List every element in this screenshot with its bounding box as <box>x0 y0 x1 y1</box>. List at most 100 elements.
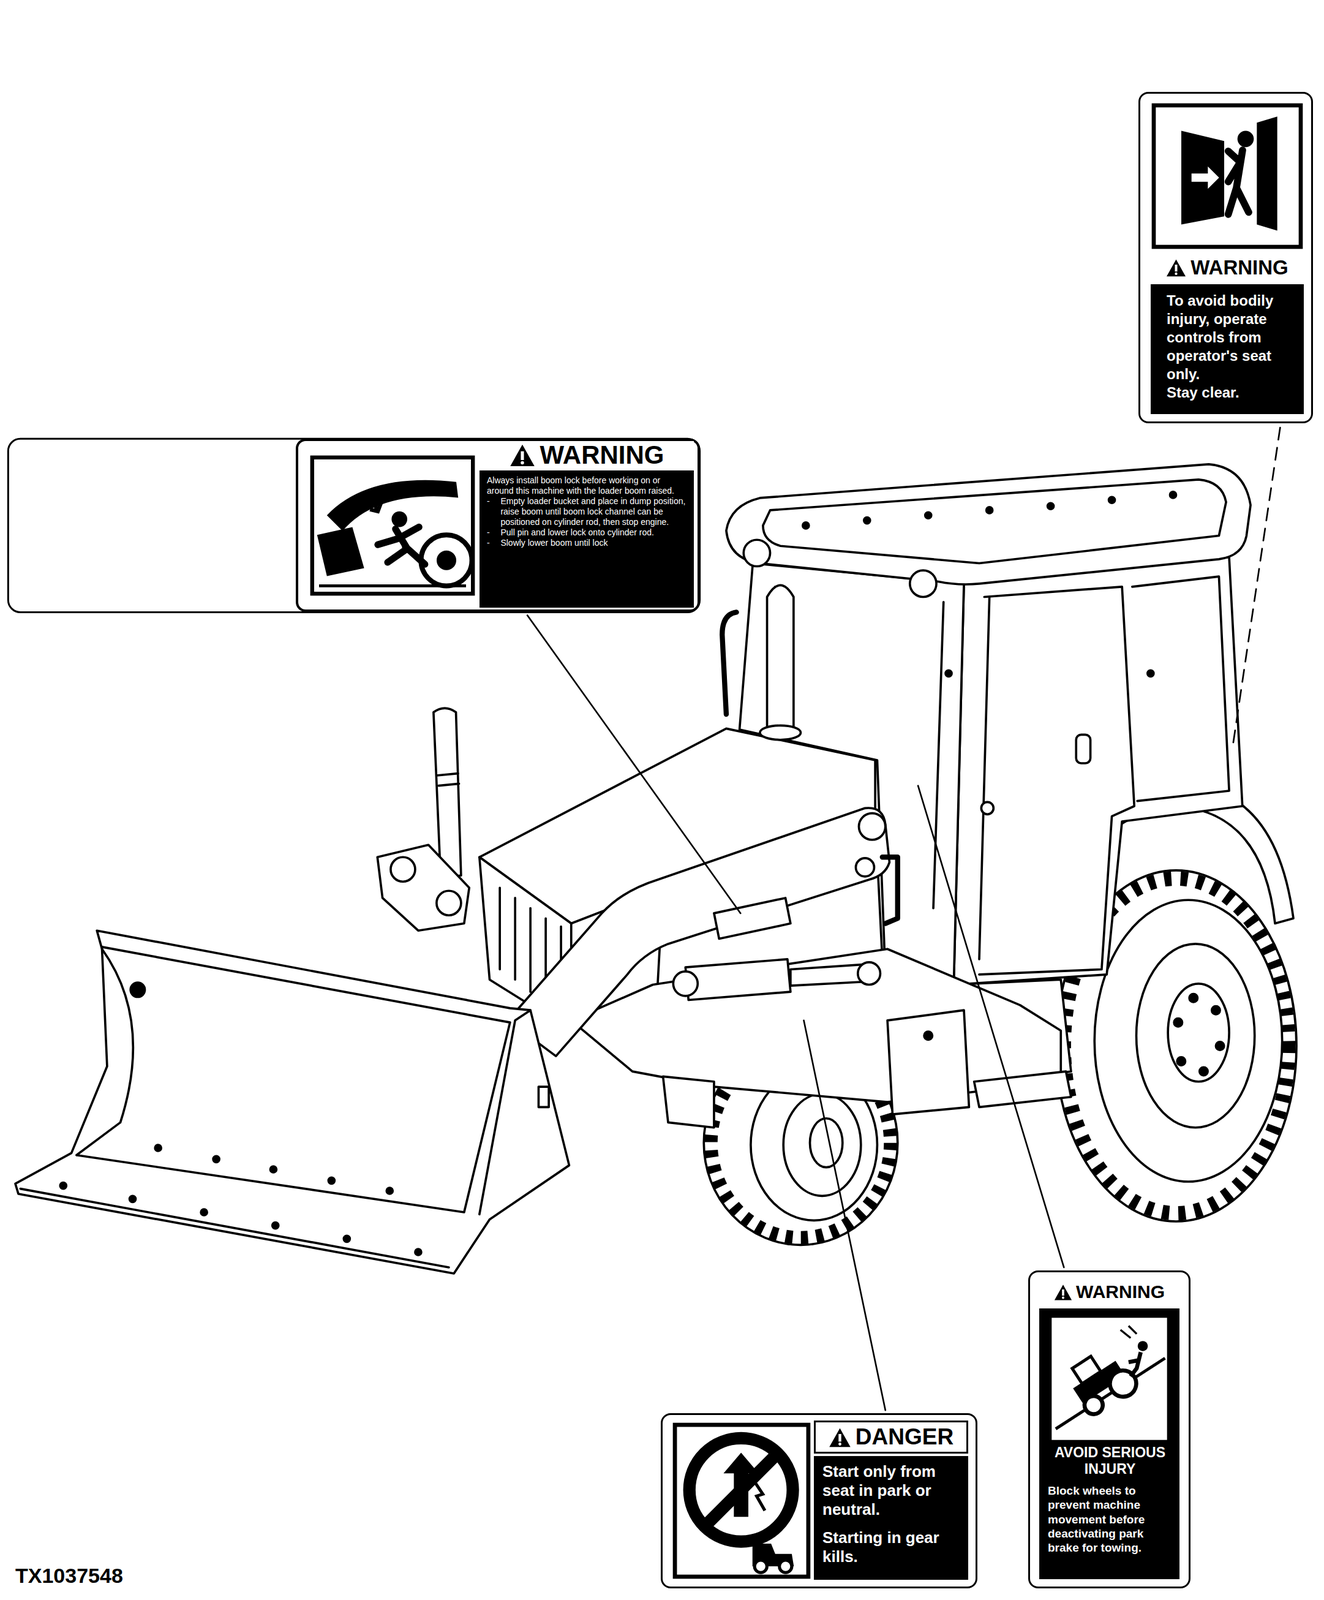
loader-frame-part <box>924 1031 933 1040</box>
rear-wheel-part <box>1199 1066 1208 1075</box>
safety-pictogram-part <box>369 493 381 512</box>
signal-word: DANGER <box>855 1423 954 1450</box>
loader-boom-part <box>882 856 898 923</box>
safety-pictogram-part <box>1128 1351 1141 1377</box>
cab-part <box>1169 491 1176 498</box>
exhaust-stack-part <box>759 725 802 740</box>
loader-frame-part <box>974 1071 1072 1107</box>
safety-pictogram-part <box>327 480 459 531</box>
tilt-linkage-part <box>433 707 462 878</box>
decal-message-panel: Always install boom lock before working … <box>479 470 694 608</box>
exhaust-stack <box>759 584 802 740</box>
loader-bucket-part <box>20 946 531 1268</box>
loader-boom-part <box>673 971 698 996</box>
cab-part <box>1075 734 1091 764</box>
warning-triangle-part <box>1166 259 1186 277</box>
safety-pictogram-part <box>1191 166 1220 190</box>
cab-part <box>925 511 932 519</box>
safety-pictogram-part <box>1153 105 1301 247</box>
safety-pictogram-part <box>420 534 472 586</box>
warning-triangle-part <box>838 1442 842 1446</box>
warning-triangle <box>828 1426 852 1448</box>
rear-wheel-part <box>1215 1041 1224 1050</box>
leader-lines-part <box>1232 427 1280 750</box>
loader-bucket-part <box>130 982 145 997</box>
rear-wheel-part <box>1211 1005 1220 1014</box>
message-text: To avoid bodily injury, operate controls… <box>1166 291 1297 402</box>
safety-pictogram-part <box>436 550 457 571</box>
list-row: -Empty loader bucket and place in dump p… <box>486 496 688 528</box>
message-body: Always install boom lock before working … <box>486 475 688 497</box>
safety-pictogram-part <box>1256 116 1277 231</box>
cab-part <box>1109 496 1116 503</box>
signal-word: WARNING <box>540 440 665 470</box>
decal-header: WARNING <box>1039 1276 1180 1307</box>
warning-triangle-part <box>520 461 524 465</box>
message-text: AVOID SERIOUS INJURYBlock wheels to prev… <box>1047 1444 1173 1555</box>
loader-bucket-part <box>213 1155 220 1162</box>
safety-pictogram-part <box>1051 1317 1167 1440</box>
loader-bucket-part <box>15 930 569 1274</box>
safety-pictogram-part <box>391 511 408 528</box>
loader-bucket-part <box>272 1222 279 1229</box>
safety-pictogram-part <box>319 584 467 588</box>
list-row: -Slowly lower boom until lock <box>486 537 688 549</box>
rear-wheel-part <box>1173 1017 1182 1026</box>
safety-pictogram-part <box>1181 131 1225 225</box>
cab-part <box>864 517 871 524</box>
warning-triangle-part <box>510 444 535 467</box>
loader-boom <box>507 807 898 1056</box>
message-text: Start only from seat in park or neutral.… <box>822 1461 963 1566</box>
safety-pictogram <box>671 1421 812 1580</box>
loader-boom-part <box>714 897 791 939</box>
rear-wheel-part <box>1094 899 1282 1182</box>
rear-wheel-part <box>1177 1056 1185 1065</box>
warning-triangle-part <box>1175 272 1178 275</box>
cab-part <box>1047 502 1054 509</box>
decal-header: WARNING <box>479 440 694 470</box>
message-body: Start only from seat in park or neutral. <box>822 1461 963 1520</box>
loader-boom-part <box>507 807 890 1056</box>
warning-triangle-part <box>829 1427 851 1447</box>
safety-pictogram-part <box>1120 1325 1137 1338</box>
warning-triangle <box>509 443 536 467</box>
warning-triangle-part <box>1175 264 1178 272</box>
warning-triangle-part <box>838 1433 841 1441</box>
loader-bucket-part <box>60 1182 67 1189</box>
safety-pictogram-part <box>674 1424 809 1577</box>
loader-bucket <box>15 930 569 1274</box>
decal-message-panel: Start only from seat in park or neutral.… <box>813 1455 969 1580</box>
signal-word: WARNING <box>1190 255 1289 280</box>
tilt-linkage-part <box>436 890 462 915</box>
warning-triangle-part <box>1061 1289 1065 1296</box>
tilt-linkage <box>377 707 470 931</box>
loader-boom-part <box>857 962 881 985</box>
safety-pictogram-part <box>377 526 426 565</box>
backhoe-drawing <box>7 427 1297 1410</box>
loader-bucket-part <box>129 1195 136 1202</box>
leader-lines-part <box>804 1020 886 1410</box>
tilt-linkage-part <box>390 856 416 882</box>
message-body: To avoid bodily injury, operate controls… <box>1166 291 1297 384</box>
decal-header: WARNING <box>1150 252 1304 283</box>
leader-lines-part <box>917 785 1064 1268</box>
safety-pictogram-part <box>1063 1342 1142 1419</box>
loader-bucket-part <box>538 1086 549 1107</box>
boom-lock-warning-decal: WARNING Always install boom lock before w… <box>295 438 700 612</box>
safety-pictogram-part <box>754 1481 765 1511</box>
message-body: Starting in gear kills. <box>822 1527 963 1566</box>
loader-boom-part <box>790 963 868 986</box>
safety-pictogram-part <box>754 1559 767 1573</box>
message-text: Always install boom lock before working … <box>486 475 688 549</box>
loader-bucket-part <box>154 1144 162 1151</box>
loader-bucket-part <box>200 1208 207 1215</box>
list-dash: - <box>486 496 501 528</box>
cab-part <box>1132 576 1230 801</box>
list-row: -Pull pin and lower lock onto cylinder r… <box>486 527 688 538</box>
safety-pictogram-part <box>689 1437 794 1542</box>
safety-pictogram-part <box>779 1559 792 1573</box>
safety-pictogram-part <box>704 1453 778 1526</box>
cab-part <box>981 801 994 814</box>
cab-part <box>722 611 737 715</box>
leader-lines-part <box>527 614 741 913</box>
